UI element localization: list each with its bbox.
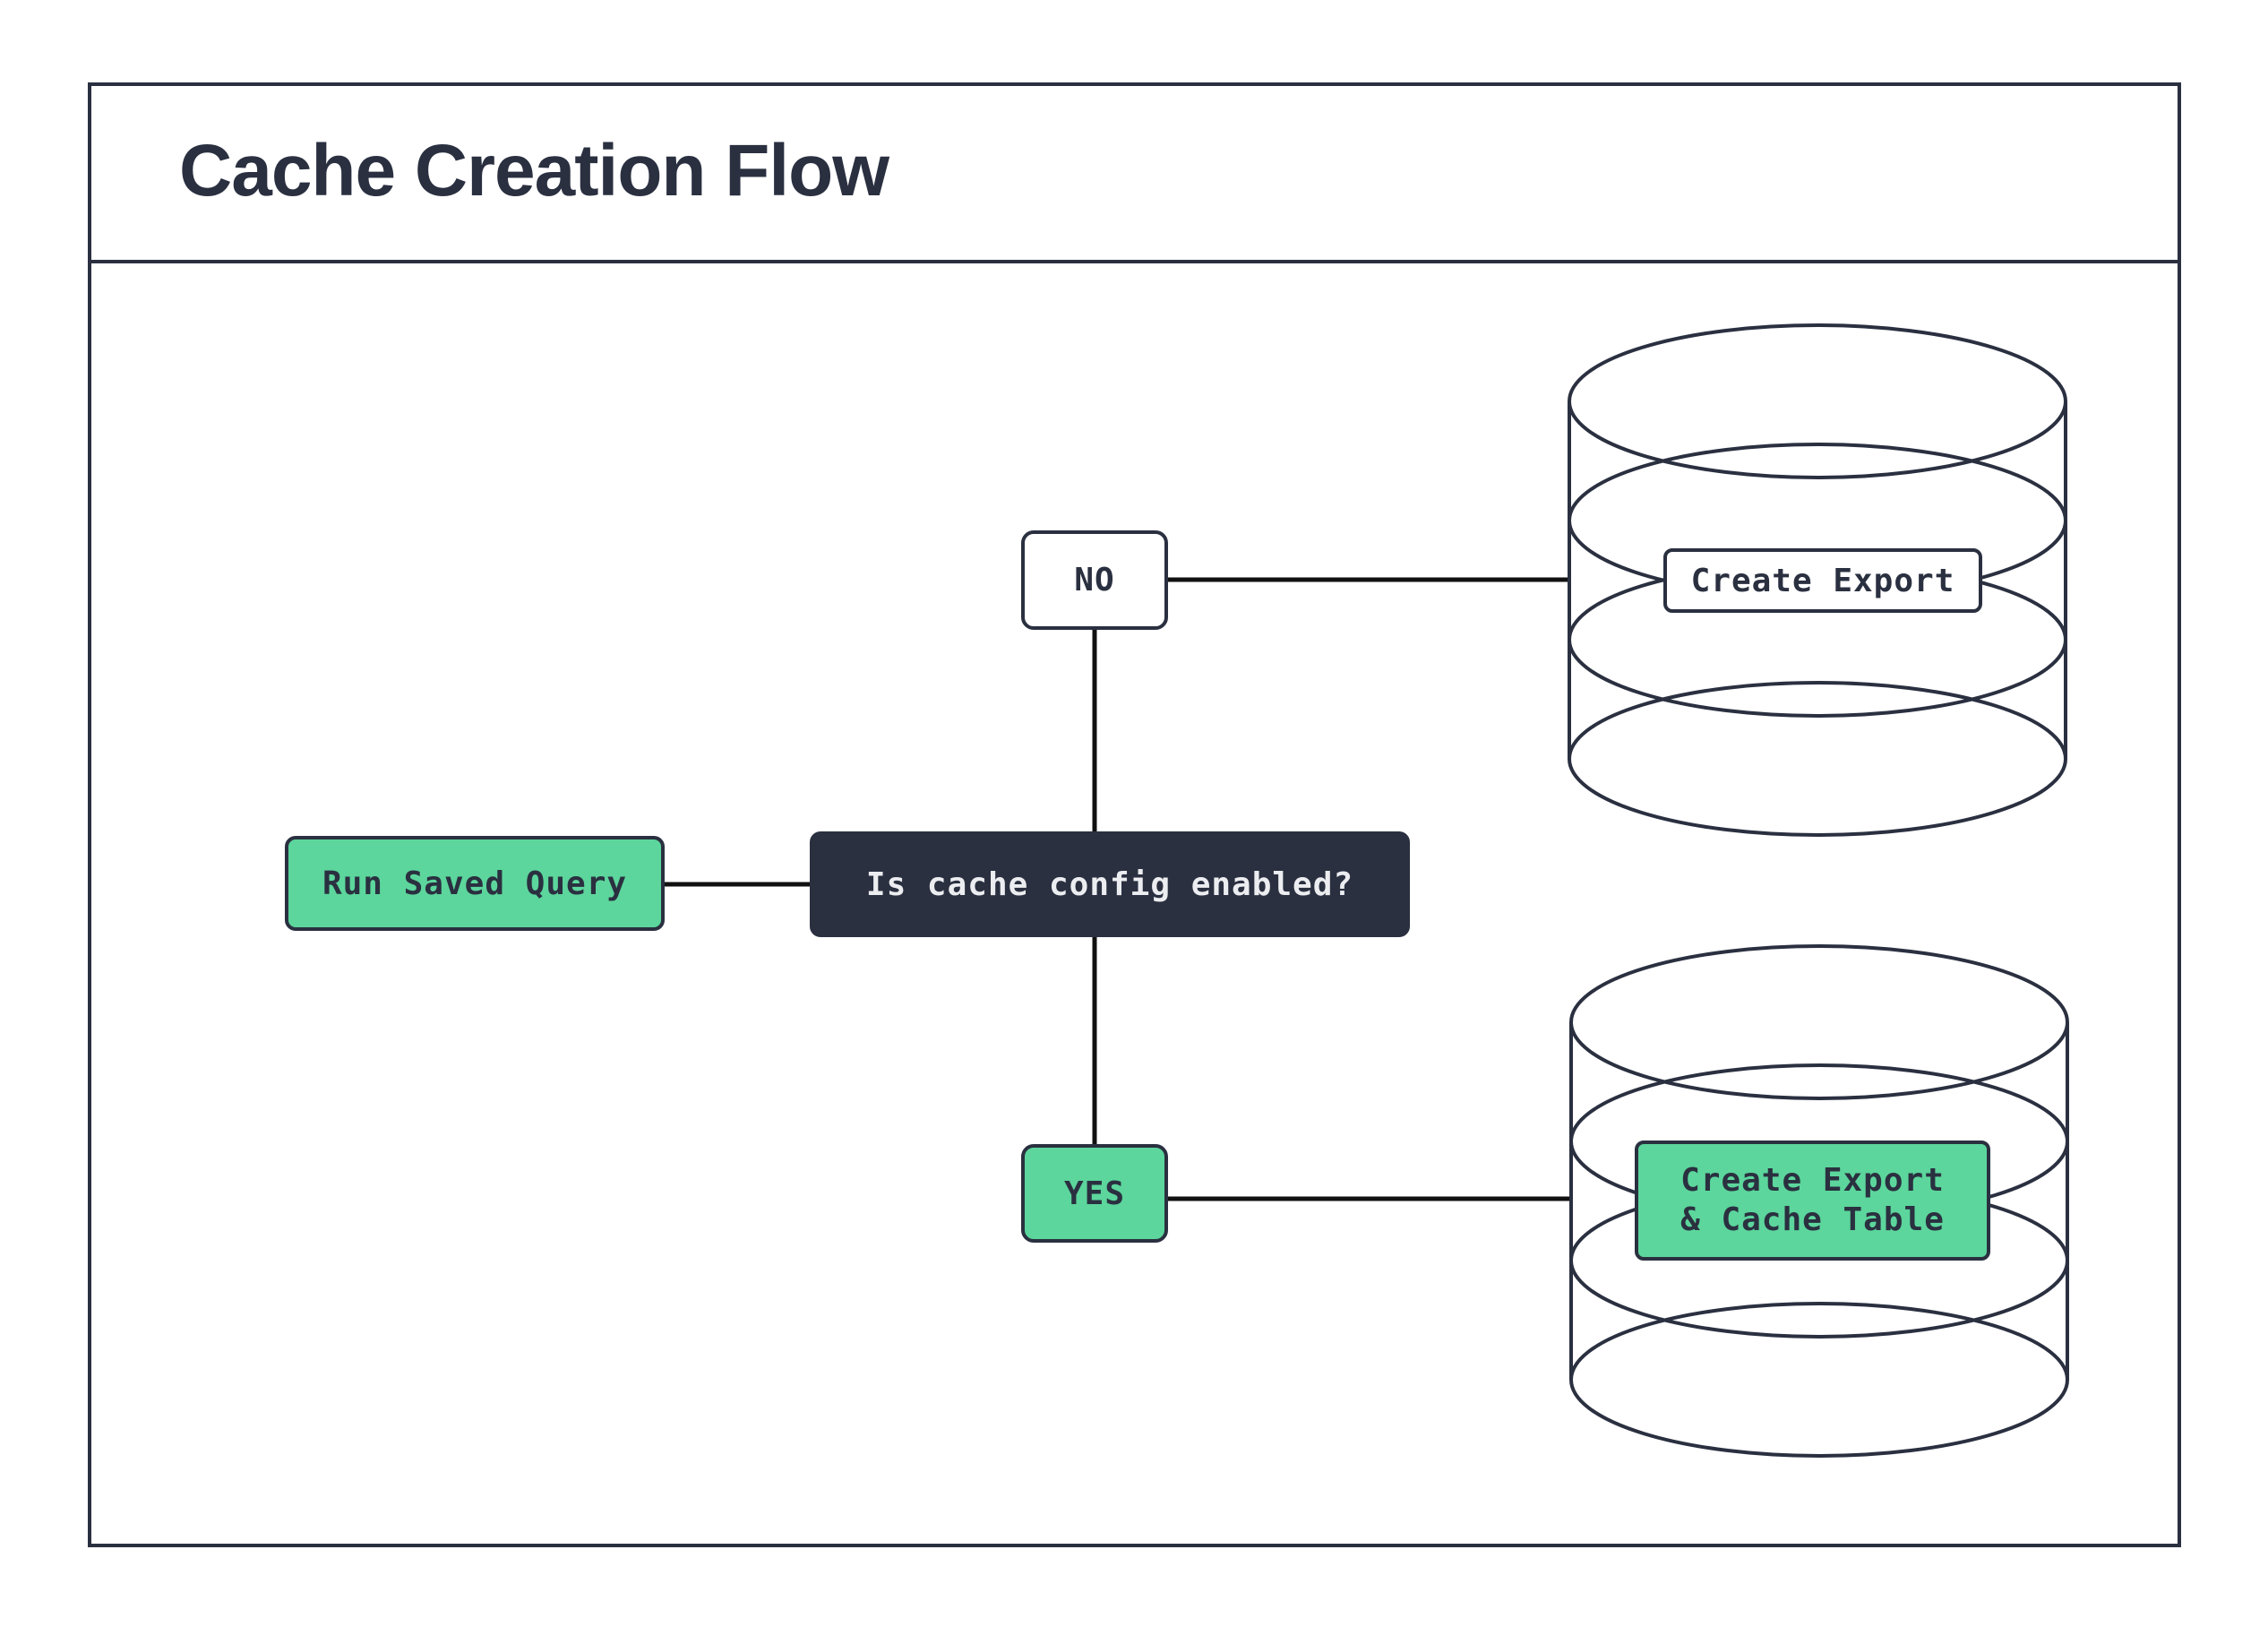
node-cache-config-question: Is cache config enabled? (810, 831, 1410, 937)
node-create-export-cache-table-line2: & Cache Table (1680, 1201, 1945, 1238)
database-icon-bottom (1569, 944, 2069, 1458)
database-disk (1568, 681, 2067, 837)
node-run-saved-query-label: Run Saved Query (322, 865, 628, 902)
node-no-branch: NO (1021, 530, 1168, 630)
database-disk (1569, 1302, 2069, 1458)
node-yes-branch: YES (1021, 1144, 1168, 1243)
database-disk (1569, 944, 2069, 1100)
node-create-export-label: Create Export (1690, 562, 1955, 599)
database-icon-top (1568, 323, 2067, 837)
diagram-frame (88, 82, 2181, 1547)
diagram-header: Cache Creation Flow (88, 82, 2181, 263)
database-disk (1568, 323, 2067, 479)
node-create-export: Create Export (1663, 548, 1982, 613)
node-run-saved-query: Run Saved Query (285, 836, 665, 931)
page-title: Cache Creation Flow (179, 130, 889, 211)
node-create-export-cache-table: Create Export & Cache Table (1635, 1141, 1990, 1261)
node-yes-branch-label: YES (1063, 1175, 1126, 1212)
node-no-branch-label: NO (1074, 562, 1115, 598)
node-create-export-cache-table-line1: Create Export (1680, 1162, 1945, 1199)
node-cache-config-question-label: Is cache config enabled? (865, 865, 1354, 903)
